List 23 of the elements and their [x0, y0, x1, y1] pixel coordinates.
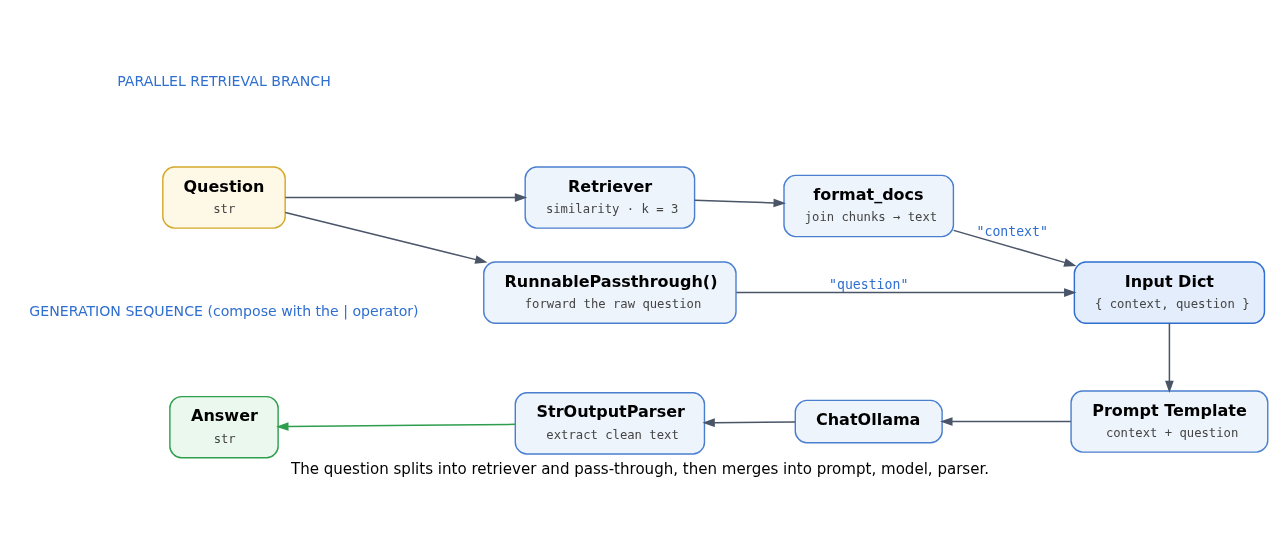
node-box: Retriever similarity · k = 3	[524, 166, 696, 229]
arrow	[702, 418, 796, 427]
label: PARALLEL RETRIEVAL BRANCH	[117, 73, 331, 89]
arrow	[693, 198, 786, 208]
node-box: Answer str	[169, 395, 279, 459]
arrow	[952, 229, 1077, 267]
node-box: StrOutputParser extract clean text	[514, 392, 706, 455]
arrow	[1165, 322, 1174, 394]
node-box: RunnablePassthrough() forward the raw question	[483, 261, 737, 324]
node-box: format_docs join chunks → text	[783, 174, 955, 238]
arrow	[735, 288, 1077, 297]
node-box: Input Dict { context, question }	[1073, 261, 1266, 324]
caption: The question splits into retriever and pass-through, then merges into prompt, model, parser.	[290, 459, 990, 478]
arrow	[940, 417, 1072, 426]
label: GENERATION SEQUENCE (compose with the | operator)	[29, 302, 419, 319]
arrow	[284, 193, 528, 202]
arrow	[284, 211, 488, 264]
node-box: Question str	[162, 166, 286, 229]
edge-label: "context"	[976, 224, 1048, 240]
arrow	[276, 422, 516, 431]
node-box: ChatOllama	[794, 399, 943, 444]
node-box: Prompt Template context + question	[1070, 390, 1269, 453]
edge-label: "question"	[829, 277, 909, 293]
